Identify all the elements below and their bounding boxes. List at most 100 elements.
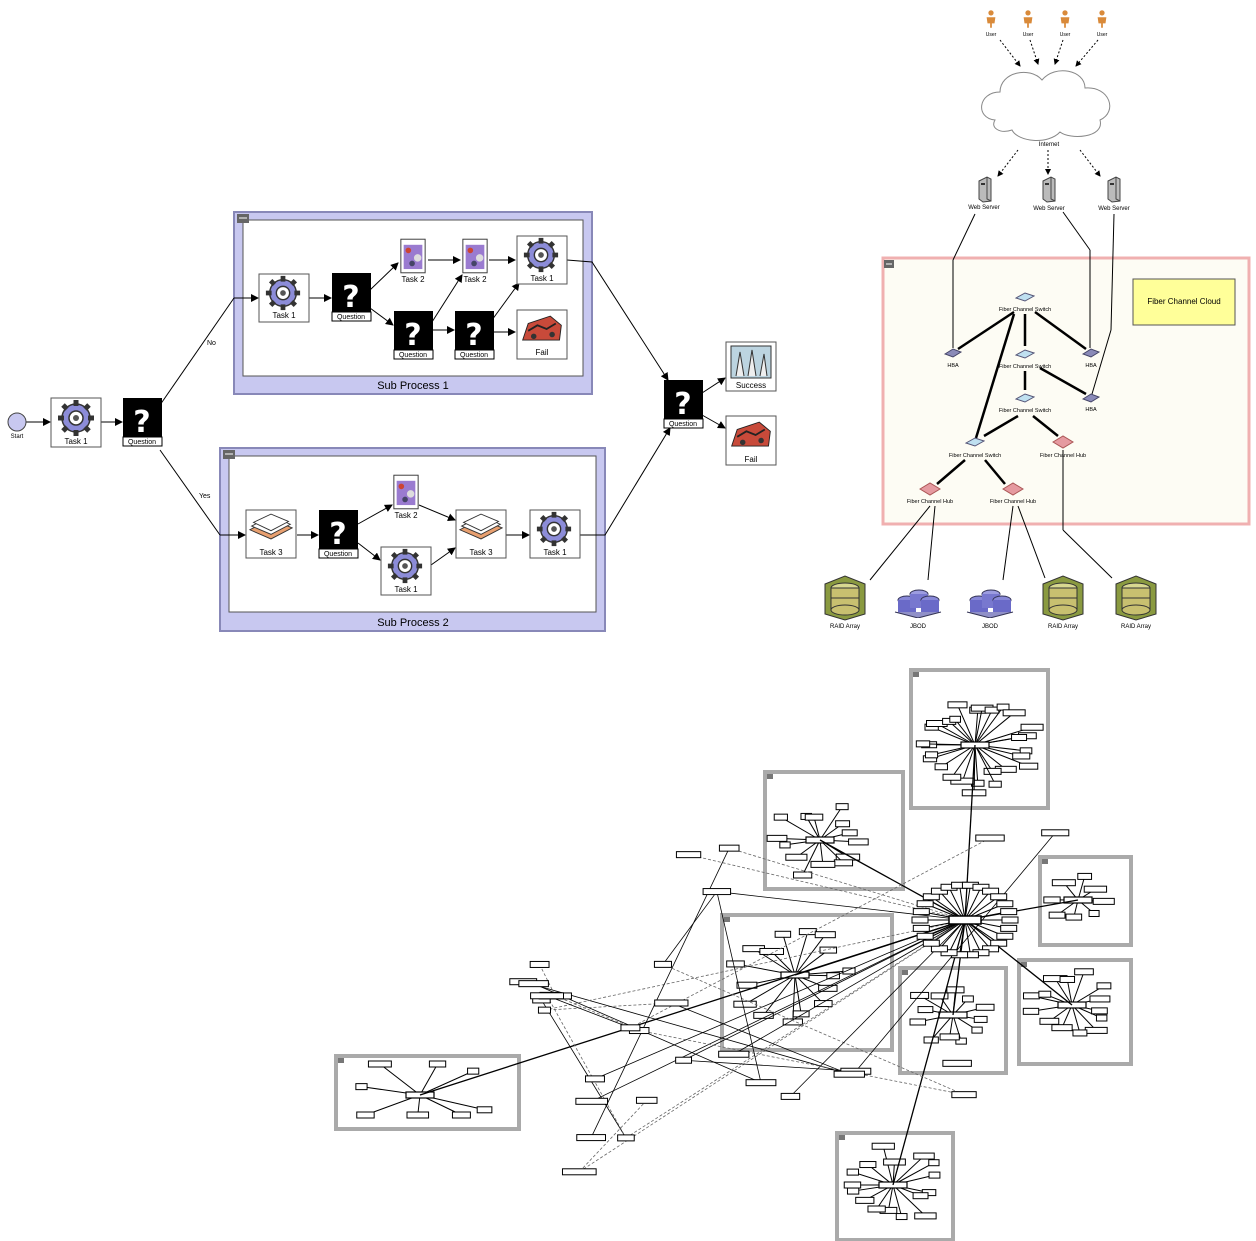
- internet-cloud: Internet: [981, 70, 1111, 148]
- question-node[interactable]: ? Question: [663, 380, 704, 429]
- graph-node: [819, 946, 838, 954]
- graph-node: [961, 789, 987, 797]
- graph-node: [855, 1196, 875, 1204]
- task-node[interactable]: Task 3: [245, 509, 297, 559]
- collapse-icon: [913, 672, 919, 677]
- task-node[interactable]: Task 1: [380, 546, 432, 596]
- graph-edge: [794, 934, 826, 976]
- graph-node: [530, 992, 564, 1000]
- graph-edge: [974, 710, 979, 746]
- svg-text:Fiber Channel Hub: Fiber Channel Hub: [1040, 453, 1086, 459]
- document-icon: [462, 238, 488, 274]
- question-node[interactable]: ? Question: [393, 311, 434, 360]
- svg-text:Task 3: Task 3: [259, 548, 283, 557]
- web-server-node[interactable]: Web Server: [968, 176, 1000, 211]
- graph-edge: [974, 709, 993, 746]
- task-node[interactable]: Task 2: [462, 238, 488, 284]
- task-node[interactable]: Task 1: [529, 509, 581, 559]
- graph-edge: [780, 816, 821, 841]
- svg-text:User: User: [1023, 32, 1034, 38]
- task-node[interactable]: Task 2: [393, 474, 419, 520]
- graph-node: [996, 932, 1014, 940]
- graph-node: [576, 1134, 607, 1142]
- task-node[interactable]: Task 2: [400, 238, 426, 284]
- user-node[interactable]: User: [1060, 10, 1071, 38]
- task-node[interactable]: Task 3: [455, 509, 507, 559]
- jbod-node[interactable]: JBOD: [966, 589, 1014, 630]
- switch-node[interactable]: Fiber Channel Switch: [999, 393, 1051, 414]
- graph-node: [675, 851, 702, 859]
- graph-node: [973, 1015, 988, 1023]
- switch-node[interactable]: Fiber Channel Switch: [999, 349, 1051, 370]
- graph-node: [585, 1075, 605, 1083]
- collapse-icon: [839, 1135, 845, 1140]
- question-mark-icon: ?: [465, 318, 482, 353]
- graph-node: [726, 960, 745, 968]
- fail-node[interactable]: Fail: [725, 415, 777, 466]
- graph-edge: [794, 974, 824, 1004]
- hub-node[interactable]: Fiber Channel Hub: [990, 482, 1036, 505]
- question-node[interactable]: ? Question: [454, 311, 495, 360]
- graph-node: [561, 1168, 597, 1176]
- svg-text:Fiber Channel Hub: Fiber Channel Hub: [990, 499, 1036, 505]
- graph-node: [736, 981, 758, 989]
- graph-edge: [419, 1063, 438, 1096]
- raid-array-node[interactable]: RAID Array: [824, 575, 866, 630]
- graph-node: [1001, 916, 1019, 924]
- graph-edge: [523, 981, 850, 1075]
- graph-edge: [964, 885, 971, 921]
- graph-edge: [964, 919, 991, 950]
- jbod-node[interactable]: JBOD: [894, 589, 942, 630]
- svg-text:JBOD: JBOD: [910, 624, 927, 630]
- hub-node[interactable]: Fiber Channel Hub: [1040, 435, 1086, 459]
- hba-node[interactable]: HBA: [1082, 393, 1100, 413]
- user-node[interactable]: User: [986, 10, 997, 38]
- question-mark-icon: ?: [342, 280, 359, 315]
- graph-edge: [954, 718, 976, 746]
- graph-node: [355, 1083, 368, 1091]
- graph-edge: [892, 1184, 903, 1217]
- collapse-icon: [338, 1058, 344, 1063]
- raid-icon: [824, 575, 866, 621]
- start-node[interactable]: Start: [7, 412, 27, 440]
- fail-node[interactable]: Fail: [516, 309, 568, 360]
- success-node[interactable]: Success: [725, 341, 777, 392]
- web-server-node[interactable]: Web Server: [1098, 176, 1130, 212]
- svg-text:Task 2: Task 2: [463, 275, 487, 284]
- raid-array-node[interactable]: RAID Array: [1115, 575, 1157, 630]
- graph-edge: [546, 995, 627, 1139]
- graph-node: [814, 931, 836, 939]
- graph-node: [1041, 829, 1070, 837]
- graph-node: [1095, 1014, 1108, 1022]
- web-server-node[interactable]: Web Server: [1033, 176, 1065, 212]
- graph-node: [1002, 709, 1026, 717]
- svg-text:Web Server: Web Server: [968, 205, 1000, 211]
- graph-edge: [794, 949, 829, 976]
- hba-node[interactable]: HBA: [944, 348, 962, 369]
- switch-node[interactable]: Fiber Channel Switch: [949, 437, 1001, 459]
- question-node[interactable]: ? Question: [122, 398, 163, 447]
- graph-edge: [590, 847, 730, 1138]
- task-node[interactable]: Task 1: [50, 397, 102, 448]
- question-mark-icon: ?: [404, 318, 421, 353]
- graph-edge: [974, 744, 996, 785]
- graph-edge: [819, 839, 824, 865]
- user-node[interactable]: User: [1023, 10, 1034, 38]
- graph-node: [620, 1024, 641, 1032]
- graph-node: [930, 992, 949, 1000]
- raid-array-node[interactable]: RAID Array: [1042, 575, 1084, 630]
- hub-node[interactable]: Fiber Channel Hub: [907, 482, 953, 505]
- graph-node: [975, 834, 1005, 842]
- hba-node[interactable]: HBA: [1082, 348, 1100, 369]
- user-node[interactable]: User: [1097, 10, 1108, 38]
- switch-node[interactable]: Fiber Channel Switch: [999, 292, 1051, 313]
- question-node[interactable]: ? Question: [318, 510, 359, 559]
- graph-node: [913, 1152, 935, 1160]
- task-node[interactable]: Task 1: [516, 235, 568, 285]
- question-mark-icon: ?: [674, 387, 691, 422]
- graph-edge: [964, 919, 982, 953]
- svg-text:RAID Array: RAID Array: [830, 624, 860, 630]
- task-node[interactable]: Task 1: [258, 273, 310, 323]
- graph-node: [983, 767, 1002, 775]
- question-node[interactable]: ? Question: [331, 273, 372, 322]
